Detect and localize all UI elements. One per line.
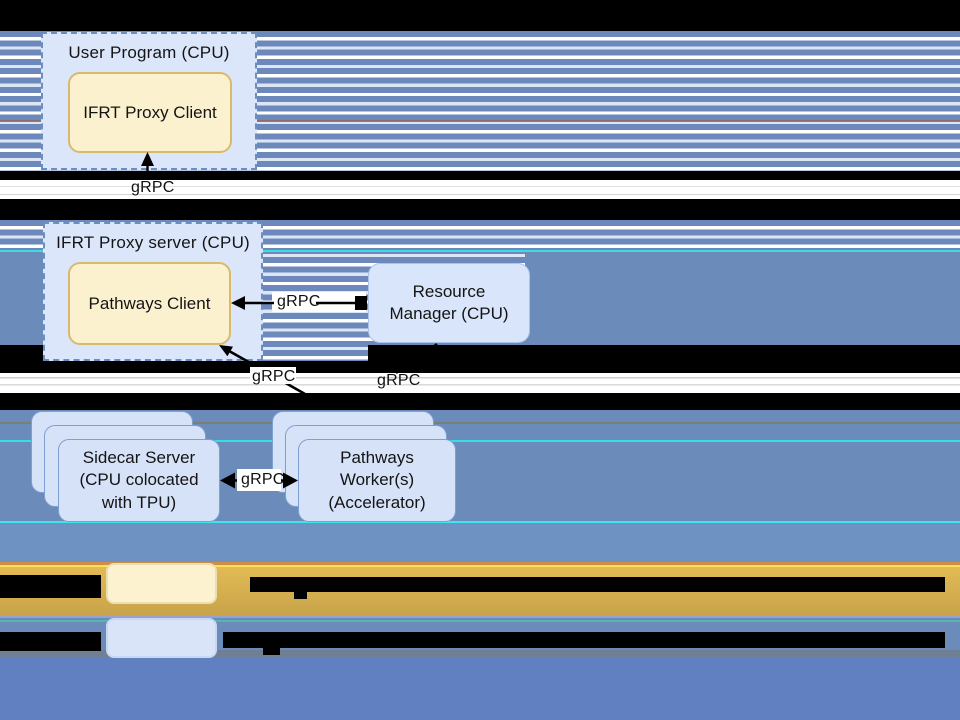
bg-black-band-2 — [0, 171, 960, 180]
legend-blue-redacted-right — [223, 632, 945, 648]
bg-solid-blue-right — [525, 253, 960, 345]
pathways-client-box: Pathways Client — [68, 262, 231, 345]
bg-black-band-5 — [0, 393, 960, 410]
bg-black-band-4 — [0, 361, 960, 373]
bg-orange-line — [0, 562, 960, 565]
bg-teal-line — [0, 620, 960, 622]
grpc-label-top: gRPC — [131, 179, 175, 196]
ifrt-proxy-client-box: IFRT Proxy Client — [68, 72, 232, 153]
bg-white-band-2 — [0, 373, 960, 393]
bg-olive-line — [0, 422, 960, 424]
ifrt-proxy-server-title: IFRT Proxy server (CPU) — [56, 233, 250, 252]
bg-black-top — [0, 0, 960, 31]
bg-white-band-1 — [0, 180, 960, 199]
bg-brown-line — [0, 120, 960, 122]
pathways-client-label: Pathways Client — [88, 293, 211, 313]
grpc-label-rm-down: gRPC — [377, 372, 421, 389]
bg-blue-light-band — [0, 523, 960, 562]
bg-yellow-line — [0, 565, 960, 567]
workers-card-front: Pathways Worker(s) (Accelerator) — [298, 439, 456, 522]
bg-black-band-3 — [0, 199, 960, 220]
legend-blue-redacted-descender — [263, 648, 280, 655]
legend-gold-redacted-descender — [294, 590, 307, 599]
legend-gold-redacted-right — [250, 577, 945, 592]
grpc-label-client-down: gRPC — [252, 368, 296, 385]
resource-manager-label: Resource Manager (CPU) — [389, 281, 509, 323]
bg-gray-band — [0, 650, 960, 657]
grpc-label-sidecar-workers: gRPC — [241, 471, 285, 488]
legend-blue-swatch — [106, 618, 217, 658]
legend-yellow-swatch — [106, 563, 217, 604]
sidecar-server-label: Sidecar Server (CPU colocated with TPU) — [79, 448, 199, 512]
pathways-workers-label: Pathways Worker(s) (Accelerator) — [328, 448, 426, 512]
legend-blue-redacted-left — [0, 632, 101, 651]
bg-blue-bottom — [0, 657, 960, 720]
legend-gold-redacted-left — [0, 575, 101, 598]
bg-cyan-line-3 — [0, 521, 960, 523]
bg-cyan-line-2 — [0, 440, 960, 442]
resource-manager-box: Resource Manager (CPU) — [368, 263, 530, 343]
user-program-title: User Program (CPU) — [68, 43, 230, 62]
bg-cyan-line-1 — [0, 250, 960, 252]
bg-black-corner-left — [0, 345, 43, 362]
sidecar-card-front: Sidecar Server (CPU colocated with TPU) — [58, 439, 220, 522]
bg-lavender-line — [0, 615, 960, 618]
ifrt-proxy-client-label: IFRT Proxy Client — [83, 102, 217, 122]
grpc-label-rm-client: gRPC — [277, 293, 321, 310]
